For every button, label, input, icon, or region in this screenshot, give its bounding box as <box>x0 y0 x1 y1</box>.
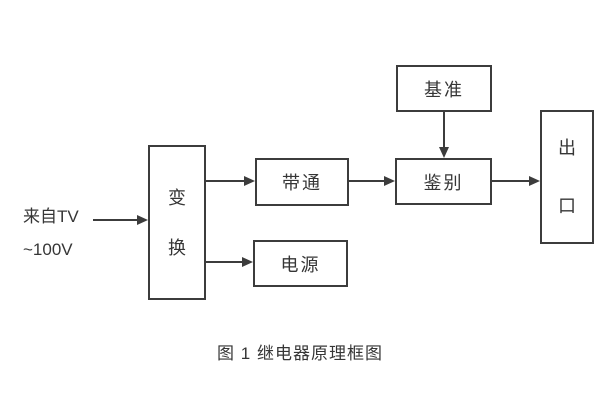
block-transform: 变换 <box>148 145 206 300</box>
arrow-head-right-icon <box>244 176 255 186</box>
arrow-head-down-icon <box>439 147 449 158</box>
block-discriminator-label: 鉴别 <box>423 172 464 193</box>
input-source-label: 来自TV ~100V <box>23 204 79 263</box>
input-source-line1: 来自TV <box>23 207 79 226</box>
arrow-line <box>93 219 139 221</box>
arrow-head-right-icon <box>384 176 395 186</box>
block-outlet: 出口 <box>540 110 594 244</box>
arrow-discriminator-to-outlet <box>492 176 540 186</box>
block-reference-label: 基准 <box>424 79 464 100</box>
block-bandpass-label: 带通 <box>282 173 322 193</box>
block-reference: 基准 <box>396 65 492 112</box>
block-bandpass: 带通 <box>255 158 349 206</box>
figure-caption: 图 1 继电器原理框图 <box>217 344 383 363</box>
arrow-line <box>349 180 386 182</box>
arrow-head-right-icon <box>529 176 540 186</box>
block-power-label: 电源 <box>280 254 321 275</box>
arrow-head-right-icon <box>137 215 148 225</box>
arrow-line <box>206 261 244 263</box>
block-transform-label: 变换 <box>168 187 186 258</box>
input-source-line2: ~100V <box>23 240 73 259</box>
arrow-reference-to-discriminator <box>439 112 449 158</box>
arrow-line <box>492 180 531 182</box>
arrow-line <box>443 112 445 149</box>
block-discriminator: 鉴别 <box>395 158 492 205</box>
block-outlet-label: 出口 <box>558 138 576 216</box>
arrow-bandpass-to-discriminator <box>349 176 395 186</box>
arrow-head-right-icon <box>242 257 253 267</box>
block-power: 电源 <box>253 240 348 287</box>
arrow-transform-to-bandpass <box>206 176 255 186</box>
arrow-transform-to-power <box>206 257 253 267</box>
arrow-input-to-transform <box>93 215 148 225</box>
arrow-line <box>206 180 246 182</box>
